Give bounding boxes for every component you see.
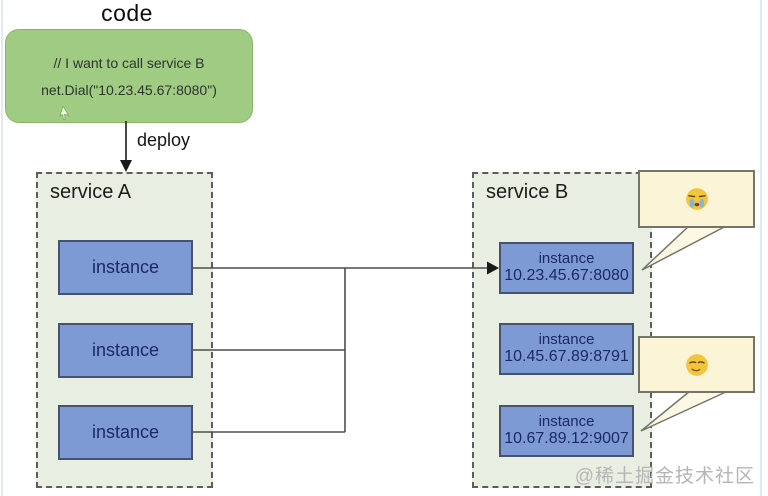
code-comment: // I want to call service B [53, 54, 205, 71]
smirking-face-emoji [685, 353, 708, 376]
watermark: @稀土掘金技术社区 [574, 466, 755, 487]
code-snippet-box: // I want to call service B net.Dial("10… [5, 29, 253, 123]
service-b-instance-1: instance 10.23.45.67:8080 [499, 242, 634, 294]
instance-address: 10.67.89.12:9007 [504, 430, 629, 448]
bubble-2-tail [640, 390, 729, 432]
code-call: net.Dial("10.23.45.67:8080") [41, 81, 217, 98]
code-title: code [101, 0, 153, 26]
deploy-label: deploy [137, 130, 191, 150]
service-a-instance-1: instance [58, 240, 193, 295]
bubble-1-tail [641, 224, 729, 271]
loudly-crying-face-emoji [685, 188, 708, 210]
frame-edge-right [760, 0, 762, 496]
instance-address: 10.23.45.67:8080 [504, 267, 629, 285]
service-a-instance-2: instance [58, 323, 193, 378]
instance-label: instance [91, 340, 160, 360]
service-a-instance-3: instance [58, 405, 193, 460]
instance-label: instance [91, 257, 160, 277]
mouse-cursor-icon [59, 106, 70, 120]
instance-label: instance [538, 412, 595, 430]
instance-label: instance [538, 330, 595, 348]
speech-bubble-smirking [638, 336, 755, 393]
instance-label: instance [91, 422, 160, 442]
deploy-arrowhead [120, 160, 132, 172]
speech-bubble-crying [638, 170, 755, 228]
frame-edge-left [1, 0, 3, 496]
service-b-instance-3: instance 10.67.89.12:9007 [499, 405, 634, 457]
service-a-label: service A [50, 181, 132, 203]
instance-label: instance [538, 249, 595, 267]
instance-address: 10.45.67.89:8791 [504, 348, 629, 366]
service-b-instance-2: instance 10.45.67.89:8791 [499, 323, 634, 375]
service-b-label: service B [486, 181, 569, 203]
